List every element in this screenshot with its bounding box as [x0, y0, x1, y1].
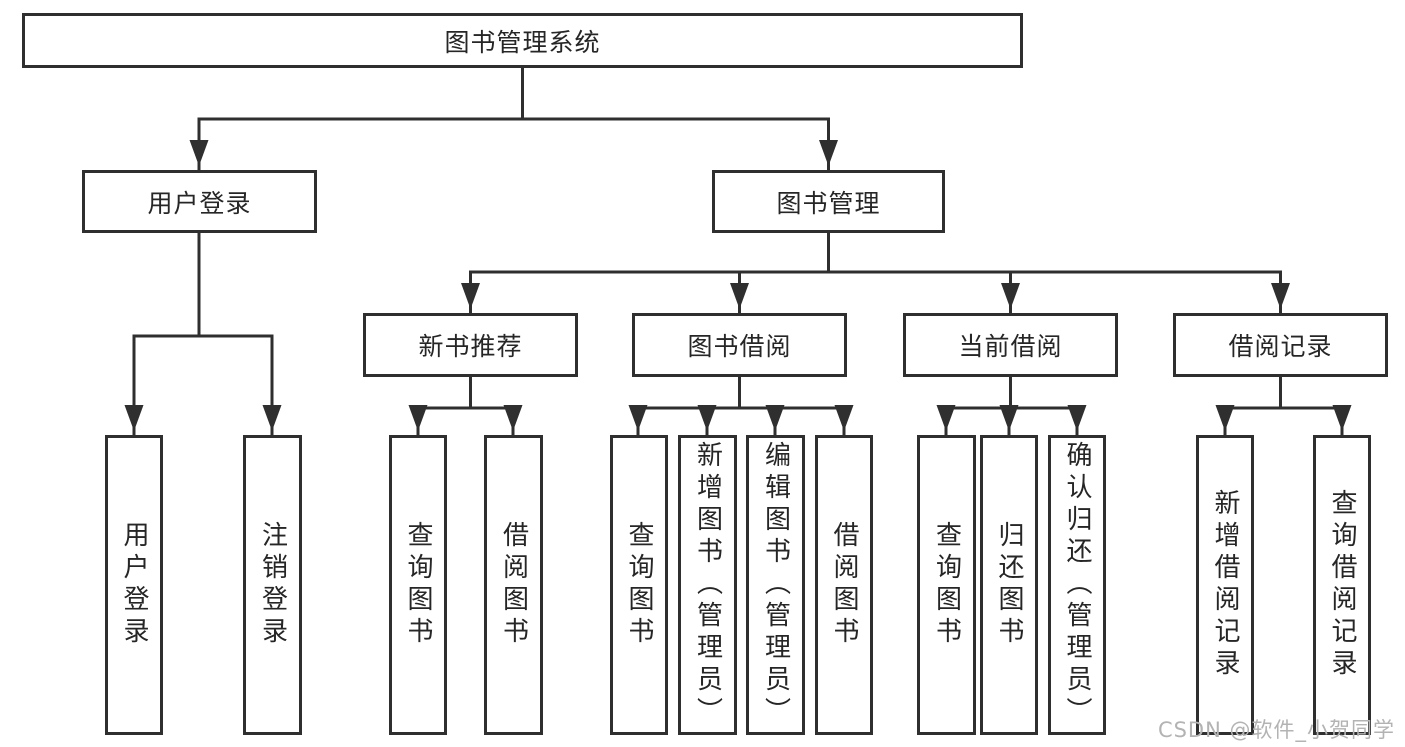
arrowhead-icon: [834, 405, 854, 431]
node-borrow-records-label: 借阅记录: [1228, 332, 1333, 361]
arrowhead-icon: [1215, 405, 1235, 431]
leaf-borrow-books-2-label: 借阅图书: [829, 521, 859, 649]
arrowhead-icon: [697, 405, 717, 431]
leaf-logout-login-label: 注销登录: [257, 521, 288, 649]
arrowhead-icon: [408, 405, 428, 431]
leaf-add-books-admin: 新增图书（管理员）: [678, 435, 737, 735]
leaf-add-borrow-record-label: 新增借阅记录: [1210, 489, 1240, 681]
arrowhead-icon: [1067, 405, 1087, 431]
node-current-borrow-label: 当前借阅: [958, 332, 1063, 361]
node-user-login: 用户登录: [82, 170, 317, 233]
arrowhead-icon: [461, 283, 480, 309]
node-new-book-recommend: 新书推荐: [363, 313, 578, 377]
leaf-confirm-return-admin-label: 确认归还（管理员）: [1062, 441, 1092, 729]
leaf-query-books-1-label: 查询图书: [403, 521, 433, 649]
node-root: 图书管理系统: [22, 13, 1023, 68]
leaf-edit-books-admin-label: 编辑图书（管理员）: [760, 441, 791, 729]
node-user-login-label: 用户登录: [147, 188, 252, 218]
leaf-return-books-label: 归还图书: [994, 521, 1024, 649]
arrowhead-icon: [262, 405, 282, 431]
node-borrow-records: 借阅记录: [1173, 313, 1388, 377]
watermark-text: CSDN @软件_小贺同学: [1157, 718, 1395, 742]
leaf-query-books-2: 查询图书: [610, 435, 668, 735]
connector-path: [132, 68, 1344, 435]
arrowheads: [124, 140, 1352, 431]
leaf-add-books-admin-label: 新增图书（管理员）: [692, 441, 723, 729]
leaf-query-books-1: 查询图书: [389, 435, 447, 735]
node-book-borrow: 图书借阅: [632, 313, 847, 377]
node-new-book-recommend-label: 新书推荐: [418, 332, 523, 361]
arrowhead-icon: [124, 405, 144, 431]
arrowhead-icon: [999, 405, 1019, 431]
node-book-borrow-label: 图书借阅: [687, 332, 792, 361]
arrowhead-icon: [936, 405, 956, 431]
leaf-user-login: 用户登录: [105, 435, 163, 735]
arrowhead-icon: [1271, 283, 1290, 309]
node-current-borrow: 当前借阅: [903, 313, 1118, 377]
arrowhead-icon: [628, 405, 648, 431]
node-book-management: 图书管理: [712, 170, 945, 233]
leaf-query-books-3: 查询图书: [917, 435, 976, 735]
leaf-borrow-books-2: 借阅图书: [815, 435, 873, 735]
leaf-user-login-label: 用户登录: [119, 521, 149, 649]
leaf-borrow-books-1: 借阅图书: [484, 435, 543, 735]
leaf-add-borrow-record: 新增借阅记录: [1196, 435, 1254, 735]
leaf-query-borrow-record: 查询借阅记录: [1313, 435, 1371, 735]
leaf-query-books-2-label: 查询图书: [624, 521, 654, 649]
arrowhead-icon: [1332, 405, 1352, 431]
node-root-label: 图书管理系统: [444, 27, 601, 57]
arrowhead-icon: [819, 140, 838, 166]
leaf-return-books: 归还图书: [980, 435, 1038, 735]
leaf-query-books-3-label: 查询图书: [931, 521, 962, 649]
arrowhead-icon: [503, 405, 523, 431]
arrowhead-icon: [730, 283, 749, 309]
arrowhead-icon: [189, 140, 209, 166]
leaf-borrow-books-1-label: 借阅图书: [498, 521, 529, 649]
leaf-confirm-return-admin: 确认归还（管理员）: [1048, 435, 1106, 735]
leaf-logout-login: 注销登录: [243, 435, 302, 735]
arrowhead-icon: [765, 405, 785, 431]
leaf-edit-books-admin: 编辑图书（管理员）: [746, 435, 805, 735]
leaf-query-borrow-record-label: 查询借阅记录: [1327, 489, 1357, 681]
node-book-management-label: 图书管理: [776, 188, 881, 218]
arrowhead-icon: [1001, 283, 1020, 309]
